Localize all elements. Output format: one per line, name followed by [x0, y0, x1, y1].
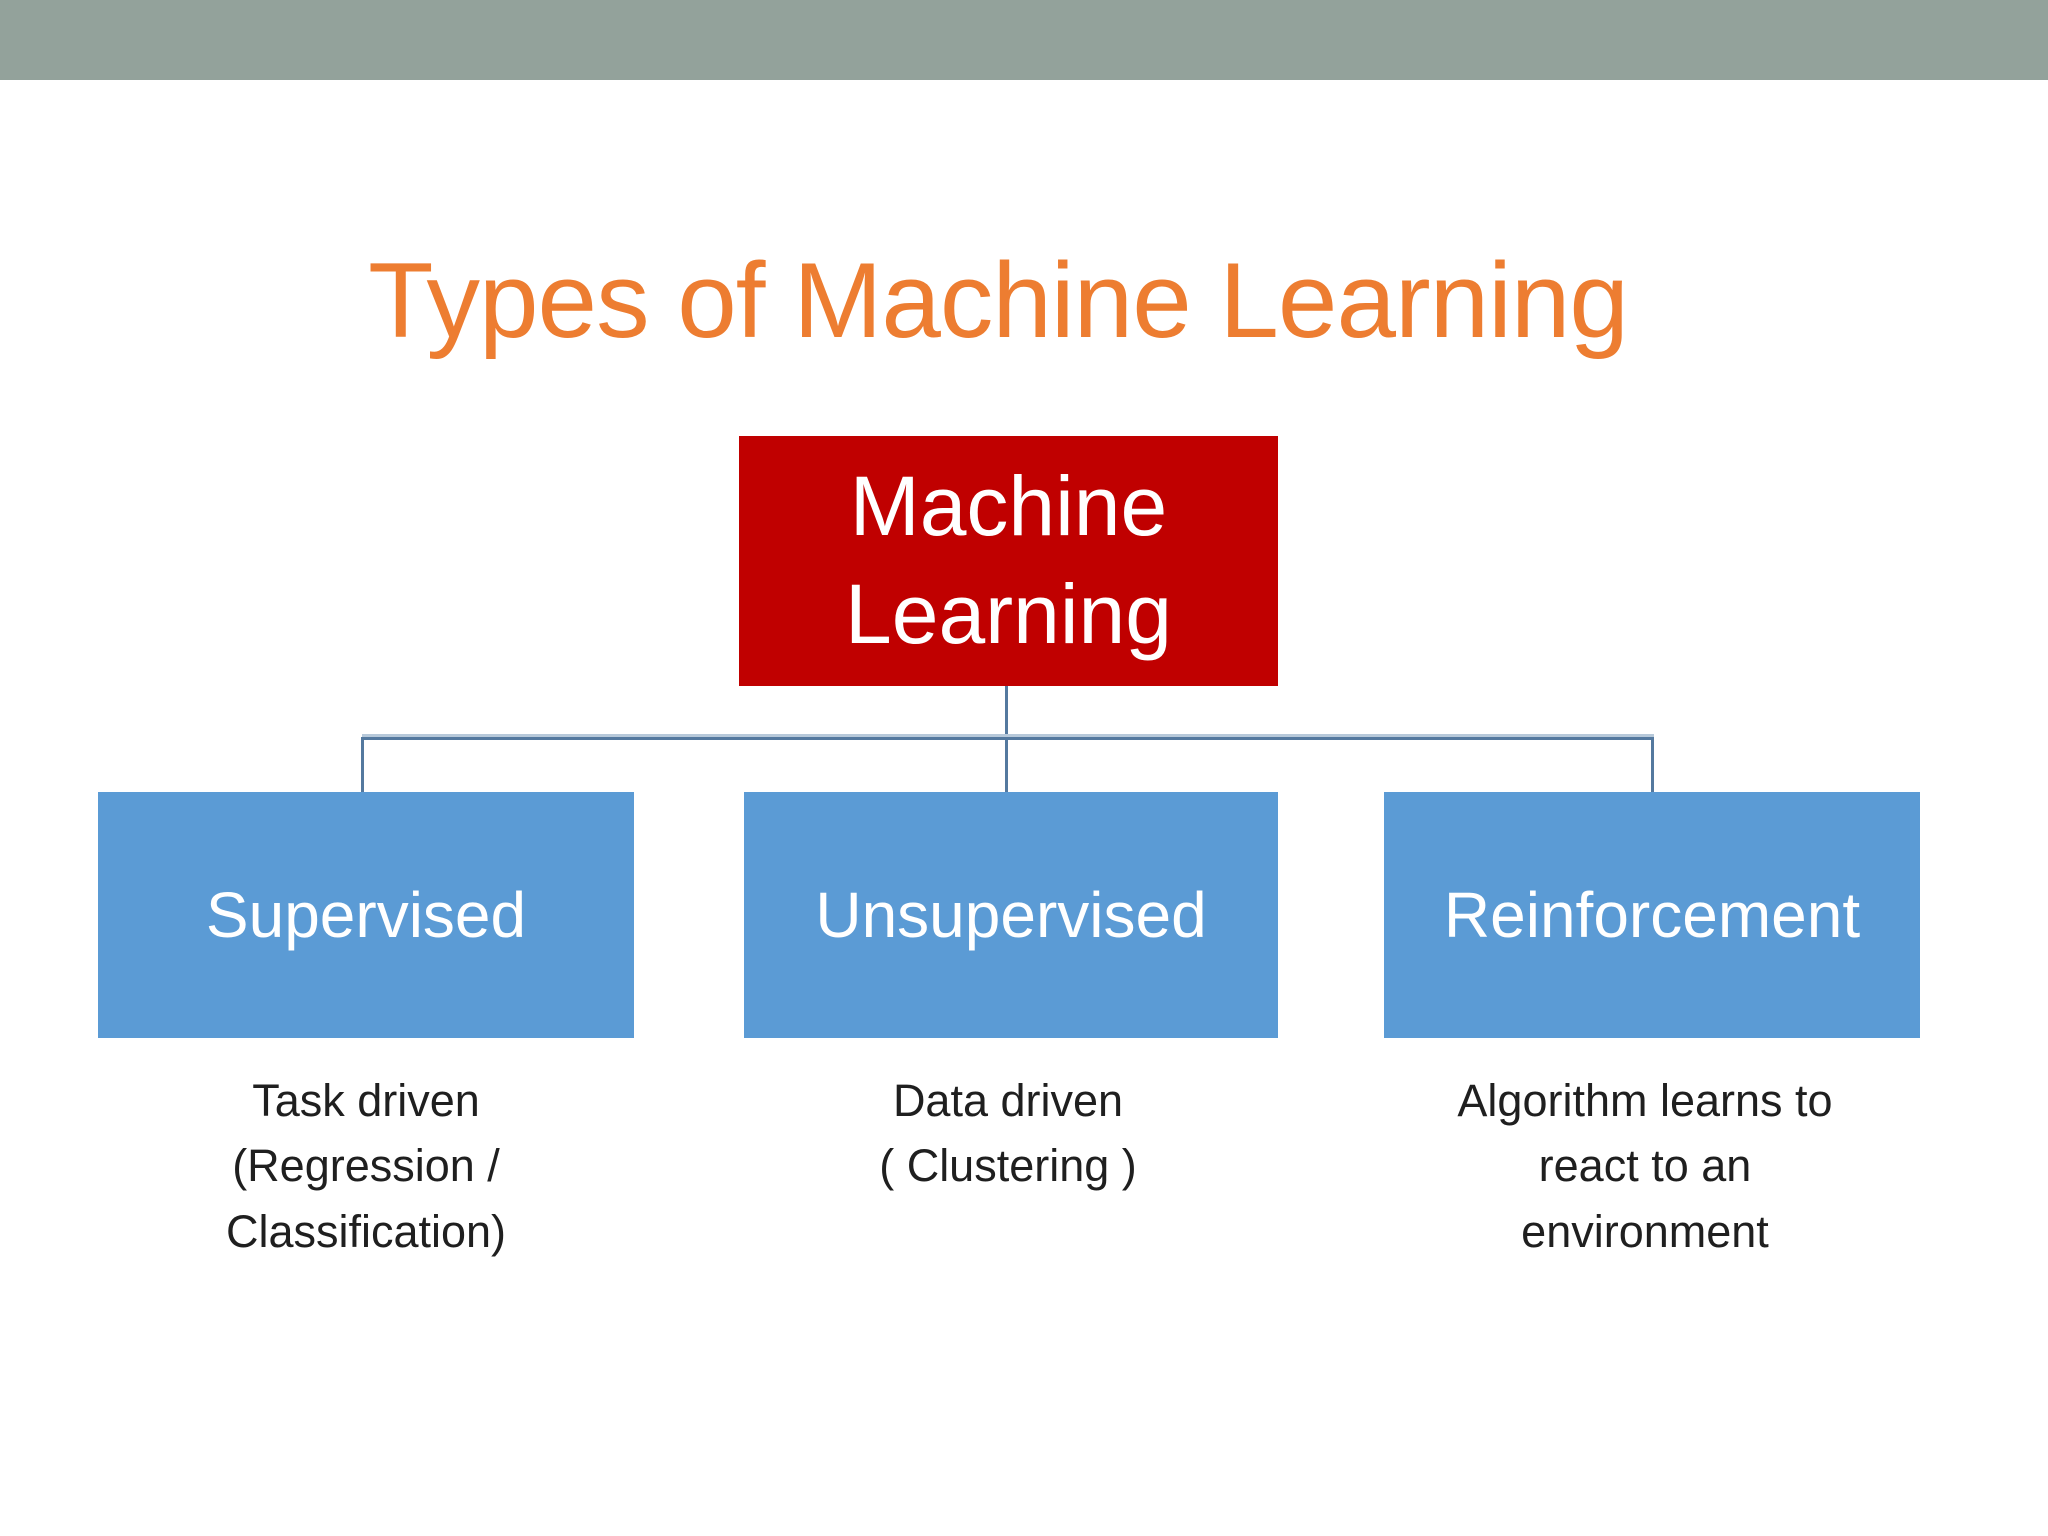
reinforcement-label: Reinforcement: [1443, 879, 1861, 951]
connector-drop-left: [361, 737, 364, 792]
top-accent-bar: [0, 0, 2048, 80]
connector-horizontal-highlight: [362, 734, 1654, 737]
unsupervised-caption: Data driven ( Clustering ): [879, 1075, 1137, 1192]
unsupervised-box: Unsupervised: [744, 792, 1278, 1038]
connector-horizontal-line: [362, 737, 1654, 740]
slide-title: Types of Machine Learning: [368, 240, 1629, 360]
machine-learning-root-label: Machine Learning: [845, 459, 1172, 661]
supervised-caption: Task driven (Regression / Classification…: [225, 1075, 507, 1257]
reinforcement-box: Reinforcement: [1384, 792, 1920, 1038]
machine-learning-root-box: Machine Learning: [739, 436, 1278, 686]
reinforcement-caption: Algorithm learns to react to an environm…: [1457, 1075, 1833, 1257]
unsupervised-label: Unsupervised: [815, 879, 1207, 951]
connector-drop-right: [1651, 737, 1654, 792]
supervised-box: Supervised: [98, 792, 634, 1038]
supervised-label: Supervised: [205, 879, 527, 951]
